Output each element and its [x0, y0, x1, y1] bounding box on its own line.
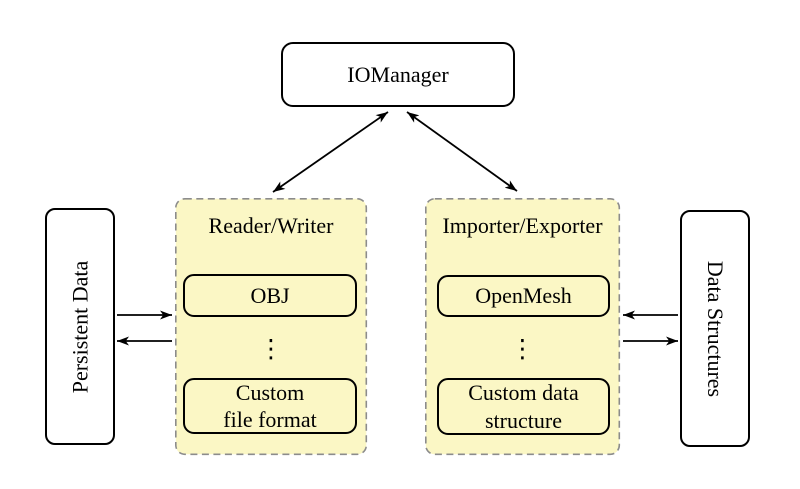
- persistent-data-label: Persistent Data: [67, 260, 92, 393]
- openmesh-box: OpenMesh: [437, 275, 610, 317]
- data-structures-label: Data Structures: [703, 260, 729, 397]
- importer-exporter-title: Importer/Exporter: [442, 213, 603, 238]
- vertical-ellipsis-icon: ⋮: [258, 334, 284, 363]
- iomanager-box: IOManager: [281, 42, 515, 107]
- importer-exporter-container: Importer/Exporter OpenMesh ⋮ Custom data…: [425, 198, 620, 455]
- persistent-data-box: Persistent Data: [45, 208, 115, 445]
- custom-file-format-box: Custom file format: [183, 378, 357, 434]
- reader-writer-container: Reader/Writer OBJ ⋮ Custom file format: [175, 198, 367, 455]
- custom-data-structure-label: Custom data structure: [468, 380, 579, 433]
- obj-box: OBJ: [183, 274, 357, 317]
- custom-file-format-label: Custom file format: [223, 379, 317, 433]
- arrow-iomanager-importerexporter: [406, 111, 518, 192]
- reader-writer-title: Reader/Writer: [208, 213, 334, 238]
- reader-writer-container-bg: [175, 198, 368, 456]
- iomanager-label: IOManager: [347, 61, 449, 87]
- data-structures-box: Data Structures: [680, 210, 750, 447]
- custom-data-structure-box: Custom data structure: [437, 378, 610, 435]
- openmesh-label: OpenMesh: [475, 283, 572, 309]
- importer-exporter-container-bg: [424, 198, 621, 456]
- obj-label: OBJ: [250, 282, 290, 308]
- arrow-iomanager-readerwriter: [272, 111, 389, 193]
- vertical-ellipsis-icon: ⋮: [510, 334, 535, 363]
